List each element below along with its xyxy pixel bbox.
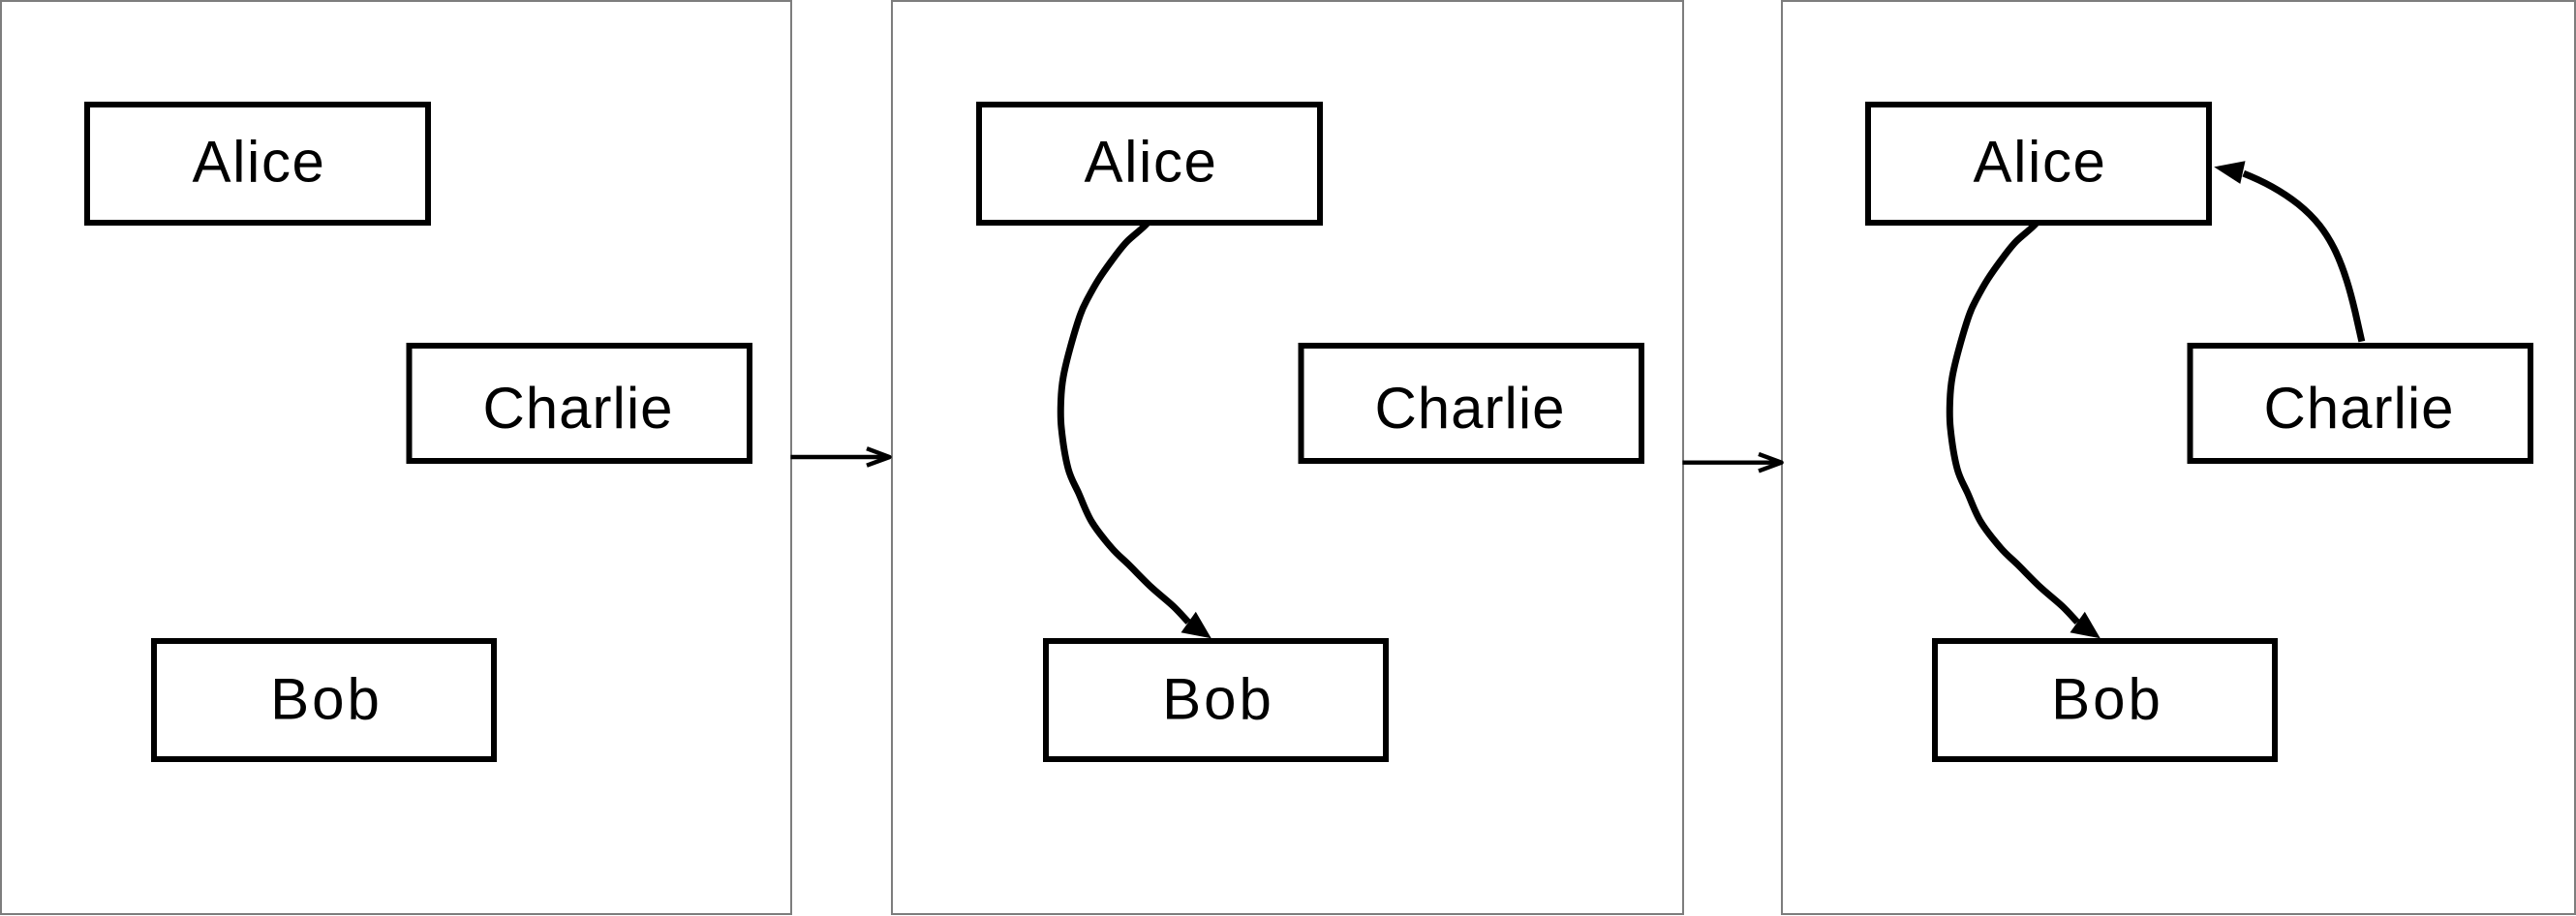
svg-text:Alice: Alice bbox=[192, 129, 325, 194]
svg-text:Bob: Bob bbox=[2051, 666, 2163, 731]
svg-text:Charlie: Charlie bbox=[2263, 376, 2454, 441]
svg-text:Alice: Alice bbox=[1084, 129, 1217, 194]
svg-text:Bob: Bob bbox=[1162, 666, 1274, 731]
svg-text:Charlie: Charlie bbox=[1374, 376, 1565, 441]
svg-text:Bob: Bob bbox=[270, 666, 383, 731]
svg-text:Alice: Alice bbox=[1973, 129, 2106, 194]
svg-text:Charlie: Charlie bbox=[482, 376, 673, 441]
